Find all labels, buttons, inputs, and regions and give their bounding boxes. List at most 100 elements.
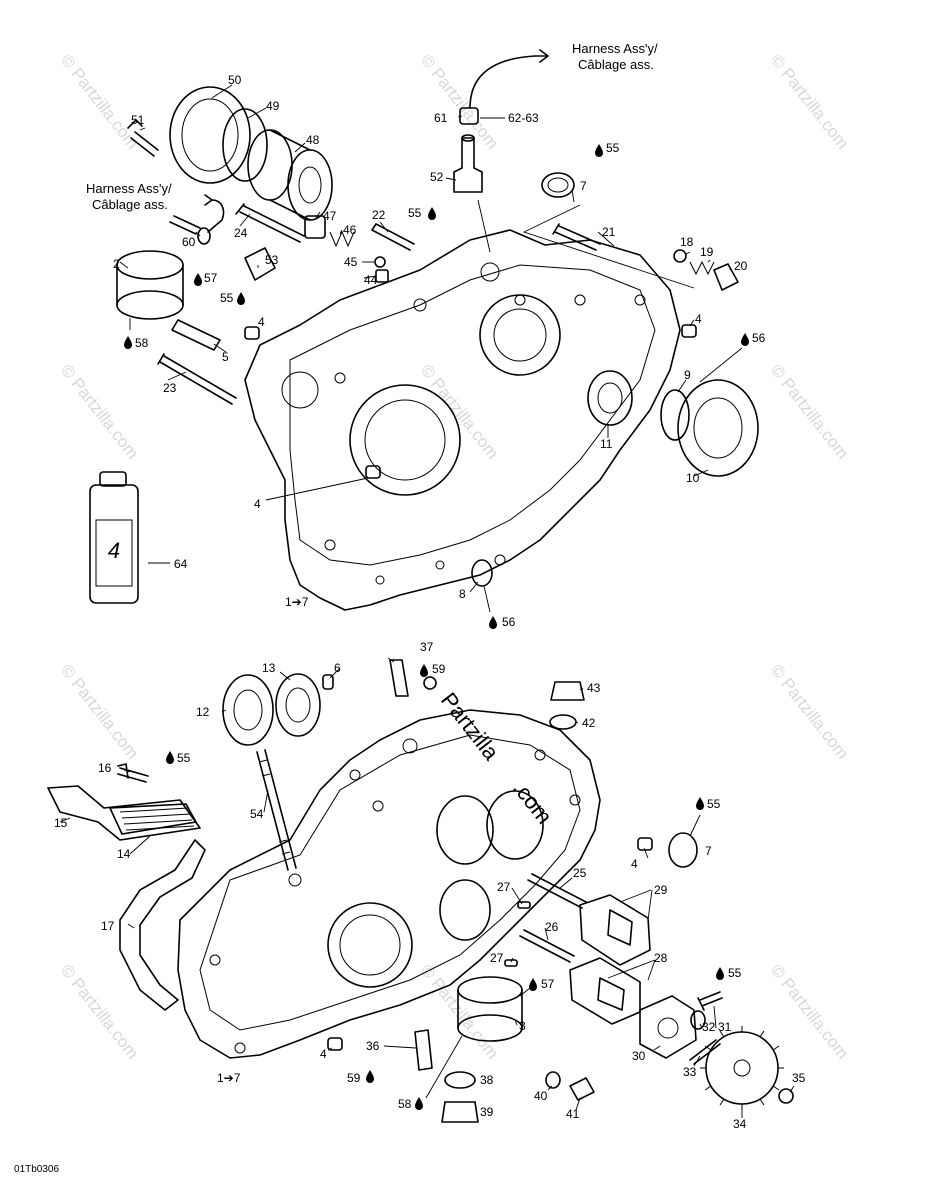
mount-boss <box>281 371 319 409</box>
drain-plug <box>550 681 585 701</box>
callout-45: 45 <box>344 255 358 269</box>
center-watermark: Partzilla <box>436 688 504 766</box>
callout-27: 27 <box>497 880 511 894</box>
callout-64: 64 <box>174 557 188 571</box>
oil-pump-rotor <box>579 894 651 966</box>
main-bearing-inner <box>693 397 743 459</box>
plug <box>375 269 389 283</box>
callout-19: 19 <box>700 245 714 259</box>
oil-drop-icon <box>415 1097 423 1110</box>
bolt <box>552 223 601 251</box>
harness-arrow <box>534 49 549 63</box>
watermark: © Partzilla.com <box>57 51 143 153</box>
center-watermark: .com <box>508 776 557 829</box>
pin-33 <box>689 1039 721 1065</box>
cylinder-sleeve-bottom <box>116 290 184 320</box>
oil-strainer-bracket <box>47 785 201 841</box>
bolt-hole <box>435 560 445 570</box>
bolt-hole <box>288 873 302 887</box>
bottom-callouts: 37 59 43 42 6 13 12 55 16 15 14 54 17 55… <box>54 640 806 1131</box>
oil-drop-icon <box>696 797 704 810</box>
bolt-hole <box>349 769 361 781</box>
callout-55: 55 <box>728 966 742 980</box>
long-bolt <box>235 203 305 243</box>
crankcase-inner-wall <box>289 264 656 566</box>
harness-wire <box>207 199 225 233</box>
ref-note-bottom: 1➔7 <box>217 1071 241 1085</box>
oil-strainer-screen <box>109 803 197 835</box>
callout-58: 58 <box>135 336 149 350</box>
watermark: © Partzilla.com <box>417 51 503 153</box>
callout-34: 34 <box>733 1117 747 1131</box>
callout-57: 57 <box>204 271 218 285</box>
oil-bottle: 4 <box>89 471 139 604</box>
screw-31 <box>697 991 723 1011</box>
sensor-bolt <box>169 215 201 235</box>
callout-51: 51 <box>131 113 145 127</box>
harness-label: Câblage ass. <box>92 197 168 212</box>
callout-3: 3 <box>519 1019 526 1033</box>
oil-seal-8 <box>471 559 493 587</box>
bolt <box>371 223 415 251</box>
bolt-hole <box>569 794 581 806</box>
callout-46: 46 <box>343 223 357 237</box>
oil-seal <box>660 389 690 441</box>
cylinder-sleeve <box>116 250 184 280</box>
screen-mesh <box>119 807 195 831</box>
dowel <box>637 837 653 851</box>
callout-4: 4 <box>631 857 638 871</box>
callout-32: 32 <box>702 1020 716 1034</box>
stud-54 <box>256 749 297 871</box>
callout-20: 20 <box>734 259 748 273</box>
watermark: © Partzilla.com <box>57 961 143 1063</box>
bolt-hole <box>494 554 506 566</box>
dowel <box>244 326 260 340</box>
dowel-6 <box>322 674 334 690</box>
oil-pump-gear <box>700 1026 784 1110</box>
harness-label: Harness Ass'y/ <box>572 41 658 56</box>
fitting <box>304 215 326 239</box>
callout-41: 41 <box>566 1107 580 1121</box>
watermark: © Partzilla.com <box>767 661 853 763</box>
lubricant-icons <box>124 144 749 1110</box>
bolt-hole <box>480 262 500 282</box>
bolt <box>157 353 237 405</box>
bearing-boss <box>479 294 561 376</box>
bearing-12 <box>222 674 274 746</box>
callout-8: 8 <box>459 587 466 601</box>
callout-11: 11 <box>600 437 613 451</box>
cylinder-sleeve <box>457 976 523 1004</box>
callout-33: 33 <box>683 1065 697 1079</box>
bolt-hole <box>234 1042 246 1054</box>
callout-43: 43 <box>587 681 601 695</box>
bolt-hole <box>334 372 346 384</box>
dowel <box>681 324 697 338</box>
dowel <box>327 1037 343 1051</box>
washer-40 <box>545 1071 561 1089</box>
callout-10: 10 <box>686 471 700 485</box>
ref-note-top: 1➔7 <box>285 595 309 609</box>
main-bearing <box>677 379 759 477</box>
o-ring <box>222 108 268 182</box>
plug-cap-7 <box>668 832 698 868</box>
oil-filter-cover-inner <box>181 98 239 172</box>
bolt-hole <box>209 954 221 966</box>
callout-57: 57 <box>541 977 555 991</box>
bolt-hole <box>413 298 427 312</box>
pump-cover <box>639 995 697 1059</box>
top-crankcase-assembly: 4 <box>89 49 759 611</box>
callout-62-63: 62-63 <box>508 111 539 125</box>
callout-48: 48 <box>306 133 320 147</box>
cylinder-bore <box>349 384 461 496</box>
bearing-seat <box>436 795 494 865</box>
harness-label: Harness Ass'y/ <box>86 181 172 196</box>
bearing-boss-inner <box>493 308 547 362</box>
callout-24: 24 <box>234 226 248 240</box>
callout-4: 4 <box>254 497 261 511</box>
sensor <box>244 247 276 281</box>
callout-6: 6 <box>334 661 341 675</box>
crank-bore <box>439 879 491 941</box>
callout-2: 2 <box>113 257 120 271</box>
oil-drop-icon <box>420 664 428 677</box>
